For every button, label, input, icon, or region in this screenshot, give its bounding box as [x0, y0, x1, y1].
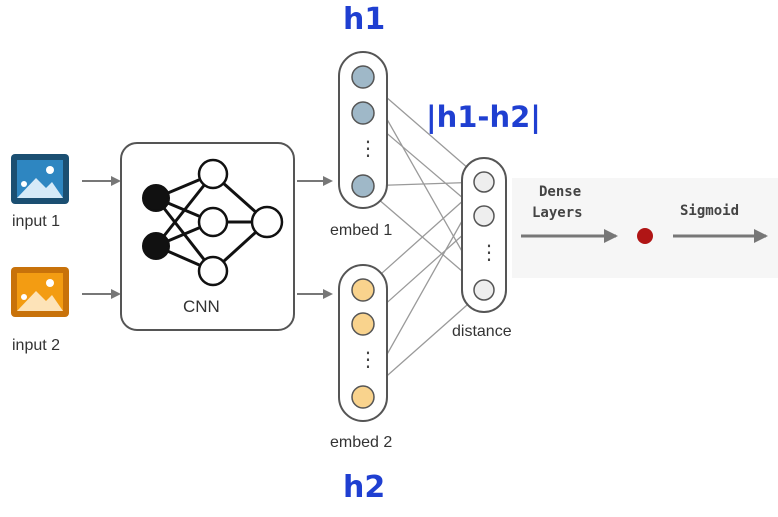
embed-1-label: embed 1 — [330, 222, 393, 239]
dense-label: Dense — [539, 184, 582, 200]
embed-1-ellipsis: ⋮ — [358, 136, 378, 160]
h1-label: h1 — [343, 2, 386, 37]
distance-label: distance — [452, 323, 512, 340]
layers-label: Layers — [532, 205, 583, 221]
embed-2-column — [338, 264, 388, 422]
embed-2-label: embed 2 — [330, 434, 393, 451]
output-node — [637, 228, 653, 244]
cnn-label: CNN — [183, 297, 220, 316]
embed-1-node — [351, 101, 375, 125]
input-1-label: input 1 — [12, 213, 61, 230]
input-2-label: input 2 — [12, 337, 61, 354]
embed-2-node — [351, 278, 375, 302]
embed-1-node — [351, 174, 375, 198]
distance-column — [461, 157, 507, 313]
h1-h2-distance-label: |h1-h2| — [426, 100, 541, 134]
distance-node — [473, 205, 495, 227]
h2-label: h2 — [343, 470, 386, 505]
embed-2-node — [351, 312, 375, 336]
distance-node — [473, 279, 495, 301]
embed-2-node — [351, 385, 375, 409]
input-image-2 — [11, 267, 69, 317]
embed-1-node — [351, 65, 375, 89]
input-image-1 — [11, 154, 69, 204]
cnn-network-icon — [142, 158, 284, 287]
distance-node — [473, 171, 495, 193]
sigmoid-label: Sigmoid — [680, 203, 740, 219]
embed-2-ellipsis: ⋮ — [358, 347, 378, 371]
distance-ellipsis: ⋮ — [479, 240, 499, 264]
embed-1-column — [338, 51, 388, 209]
